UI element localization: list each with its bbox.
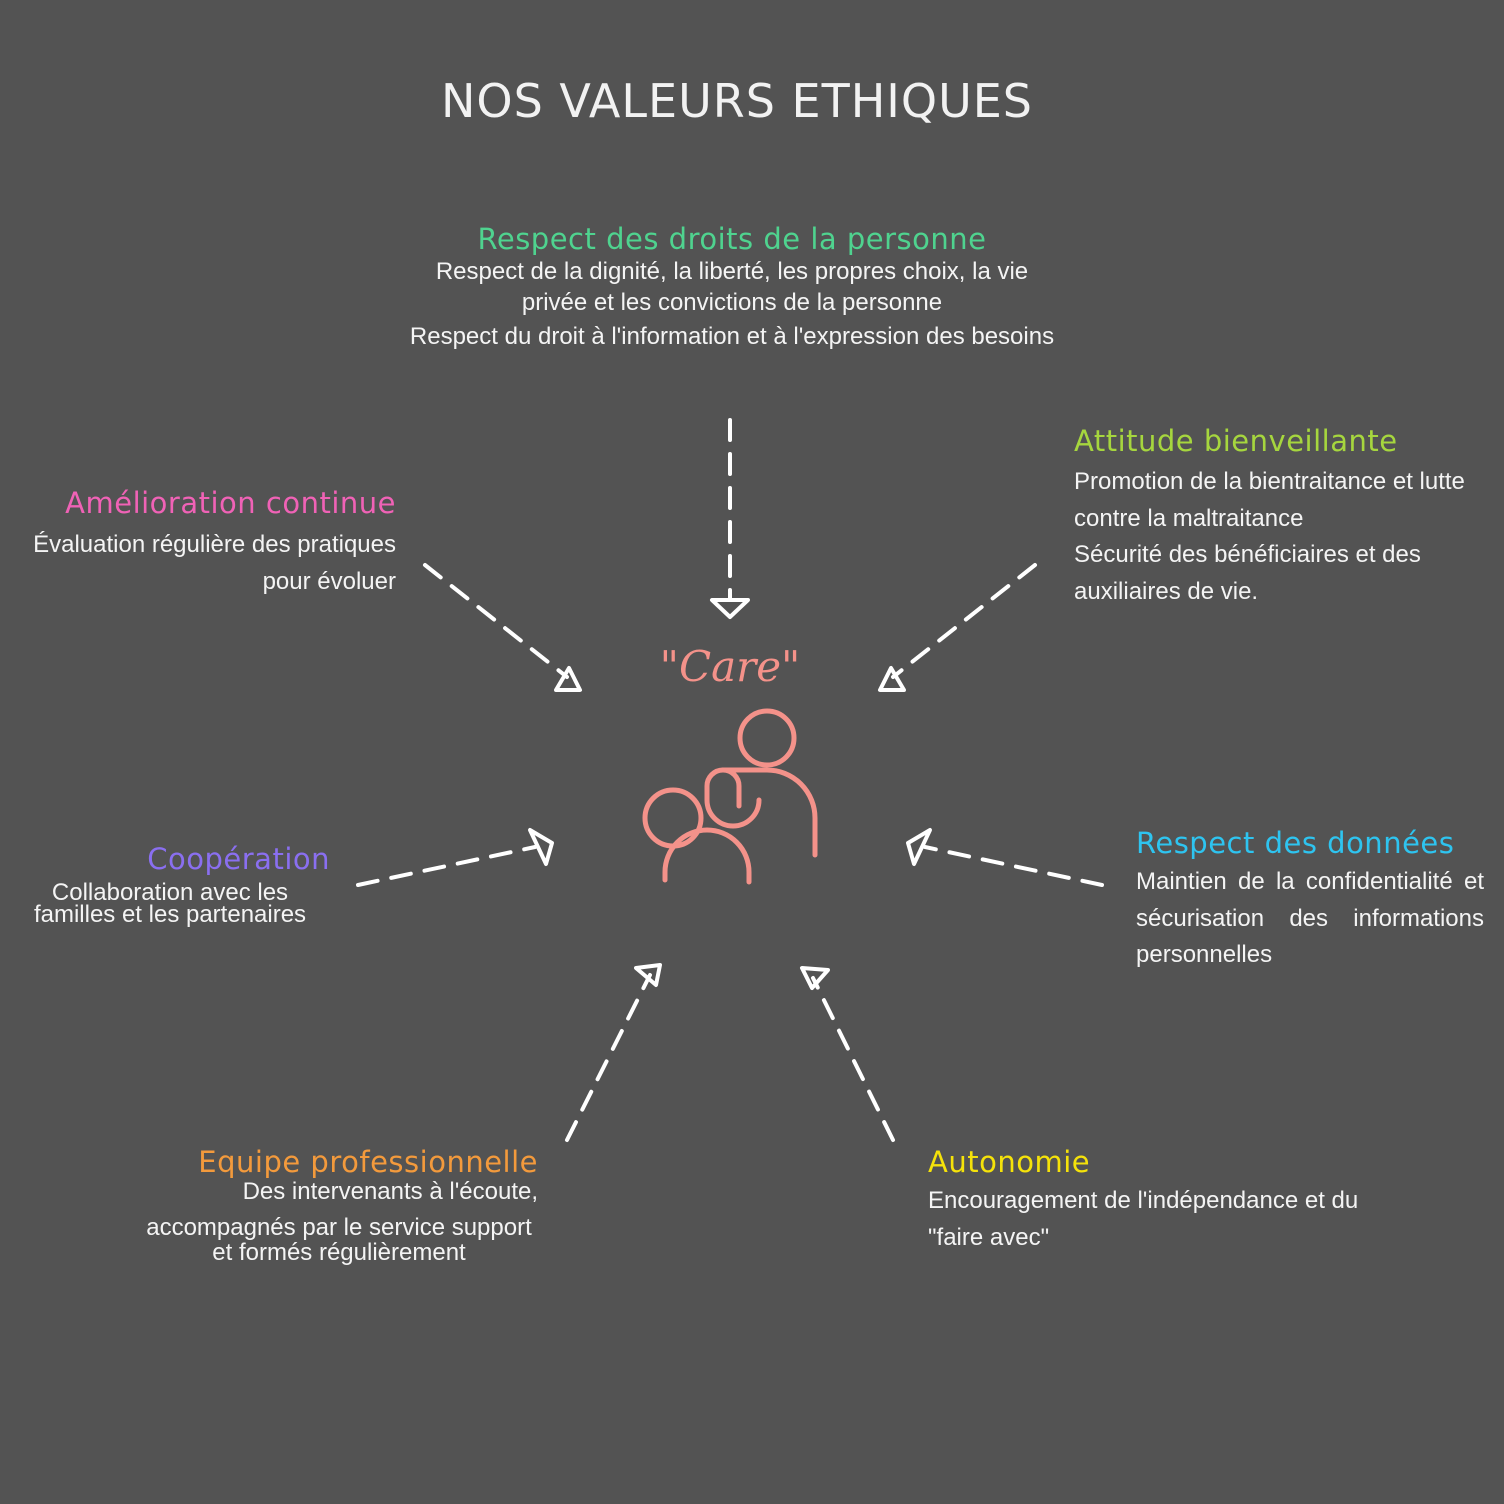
value-cooperation: Coopération Collaboration avec les famil… [10,842,330,928]
value-description: accompagnés par le service support et fo… [146,1214,532,1266]
value-title: Amélioration continue [65,486,396,520]
value-attitude-bienveillante: Attitude bienveillante Promotion de la b… [1074,424,1494,610]
value-title: Respect des droits de la personne [477,222,987,256]
value-amelioration-continue: Amélioration continue Évaluation réguliè… [20,486,396,600]
value-title: Autonomie [928,1145,1091,1179]
value-description: Évaluation régulière des pratiques pour … [33,531,396,595]
value-description: Sécurité des bénéficiaires et des auxili… [1074,541,1421,605]
parent-child-care-icon [642,708,818,885]
value-title: Coopération [147,842,330,876]
arrow-from-cooperation [356,828,554,887]
value-description: Promotion de la bientraitance et lutte c… [1074,468,1465,532]
arrow-from-equipe [565,963,662,1142]
value-description: Maintien de la confidentialité et sécuri… [1136,868,1484,968]
arrow-from-donnees [906,828,1104,887]
value-description: Respect du droit à l'information et à l'… [409,323,1055,350]
value-description: Des intervenants à l'écoute, [242,1178,538,1205]
value-description: Encouragement de l'indépendance et du "f… [928,1187,1359,1251]
care-label: "Care" [659,642,801,691]
value-description: Respect de la dignité, la liberté, les p… [435,258,1029,316]
value-respect-donnees: Respect des données Maintien de la confi… [1136,826,1484,974]
value-title: Equipe professionnelle [198,1145,538,1179]
value-respect-droits: Respect des droits de la personne Respec… [402,222,1062,350]
arrow-from-autonomie [800,966,895,1142]
value-autonomie: Autonomie Encouragement de l'indépendanc… [928,1145,1388,1256]
arrow-from-droits [710,418,750,619]
value-description: Collaboration avec les familles et les p… [33,879,307,928]
arrow-from-bienveillante [878,563,1037,692]
value-title: Attitude bienveillante [1074,424,1398,458]
value-equipe-professionnelle: Equipe professionnelle Des intervenants … [120,1145,538,1265]
value-title: Respect des données [1136,826,1455,860]
arrow-from-amelioration [423,563,582,692]
page-title: NOS VALEURS ETHIQUES [440,74,1034,128]
